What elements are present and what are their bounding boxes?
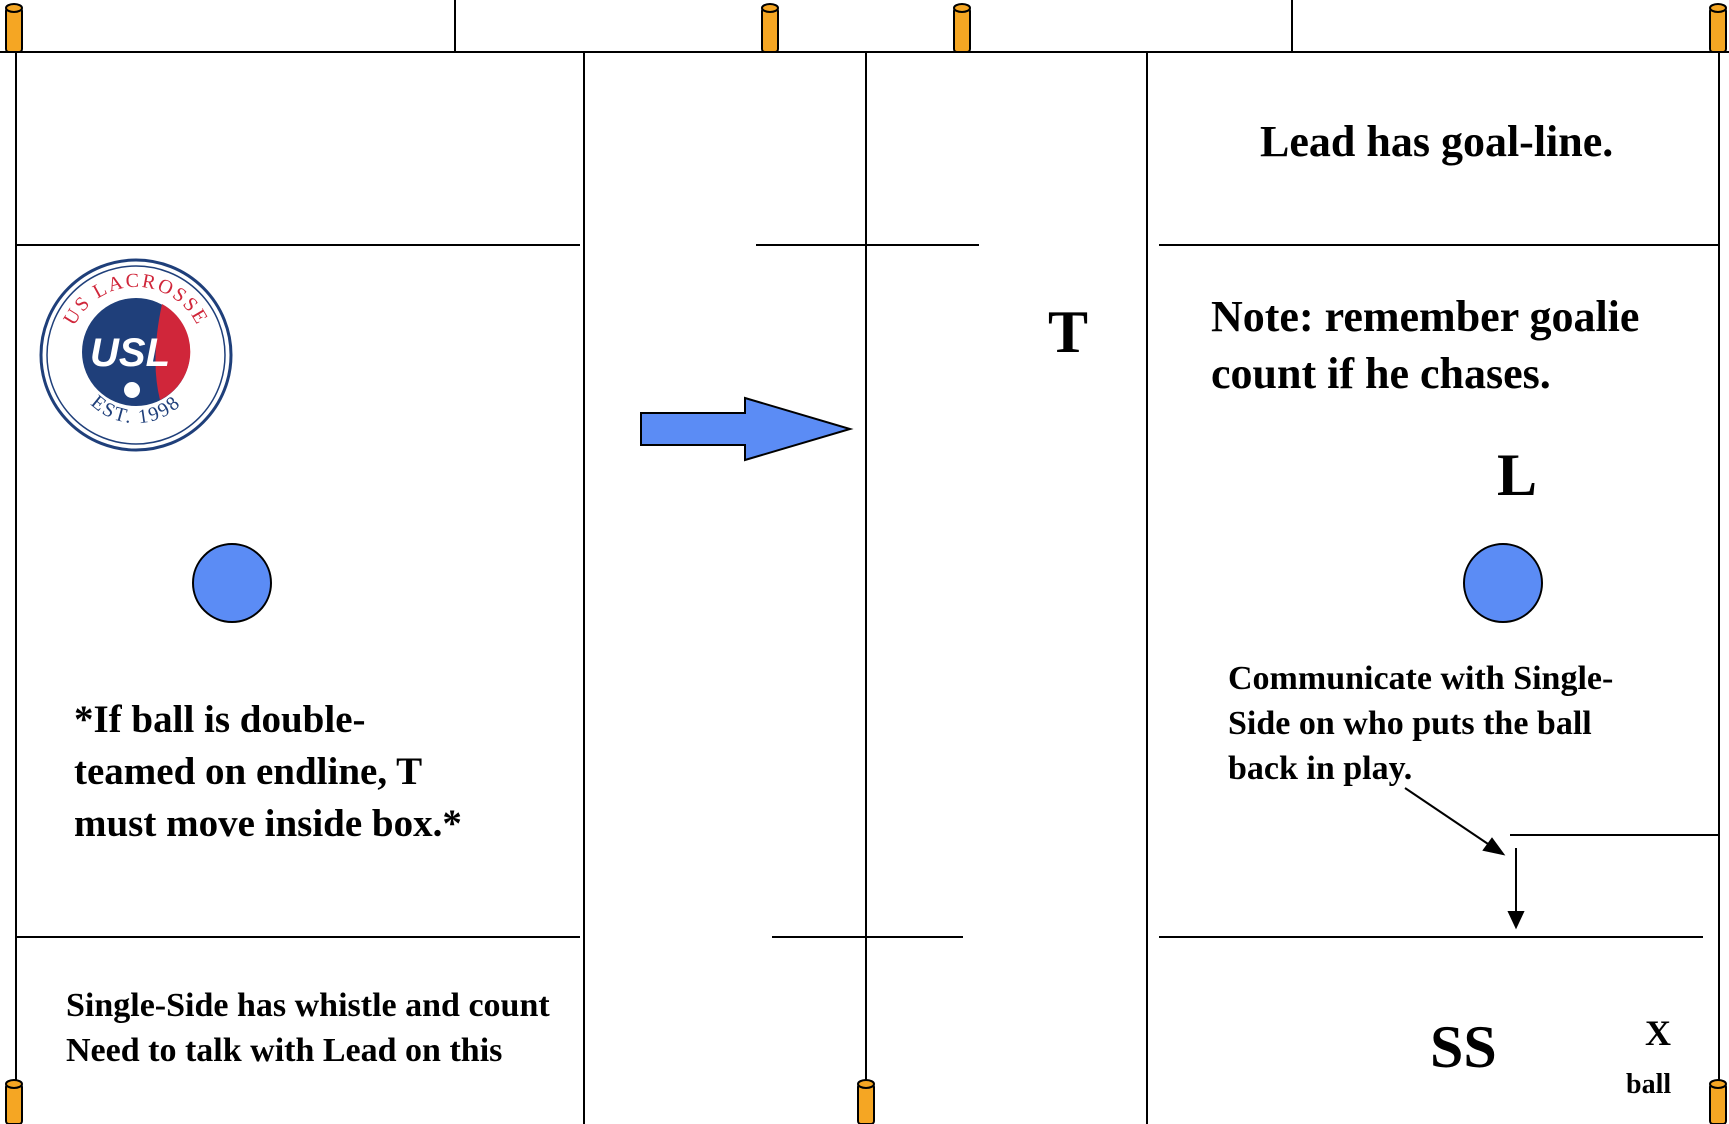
trail-position-label: T — [1048, 299, 1089, 365]
logo-center-text: USL — [90, 331, 170, 375]
cone-icon — [953, 3, 971, 53]
us-lacrosse-logo: US LACROSSE EST. 1998 USL — [39, 258, 233, 452]
single-side-position-label: SS — [1430, 1014, 1497, 1080]
pointer-arrows — [1404, 787, 1525, 930]
ball-label: ball — [1626, 1069, 1672, 1100]
cone-icon — [5, 3, 23, 53]
goalie-note: Note: remember goalie count if he chases… — [1211, 292, 1640, 398]
lead-position-label: L — [1497, 442, 1538, 508]
cones — [5, 3, 1727, 1124]
communicate-note: Communicate with Single- Side on who put… — [1228, 660, 1614, 787]
official-circle-left — [192, 543, 272, 623]
rotation-arrow — [640, 396, 854, 462]
cone-icon — [857, 1079, 875, 1124]
cone-icon — [761, 3, 779, 53]
cone-icon — [1709, 3, 1727, 53]
cone-icon — [5, 1079, 23, 1124]
whistle-note: Single-Side has whistle and count Need t… — [66, 987, 550, 1069]
lead-goal-line-label: Lead has goal-line. — [1260, 117, 1614, 166]
x-mark-label: X — [1645, 1013, 1671, 1053]
cone-icon — [1709, 1079, 1727, 1124]
official-circle-right — [1463, 543, 1543, 623]
double-team-note: *If ball is double- teamed on endline, T… — [74, 698, 462, 845]
